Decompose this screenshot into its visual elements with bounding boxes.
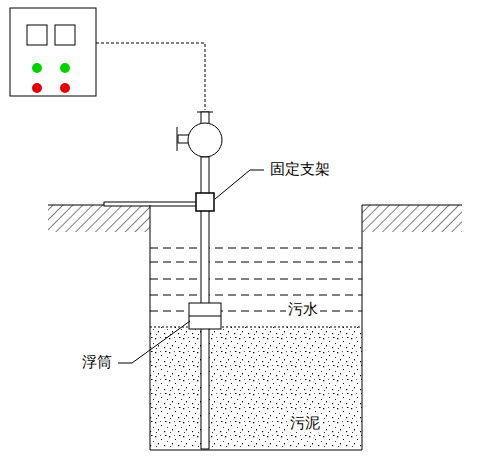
region-label: 污泥 bbox=[288, 414, 322, 432]
float bbox=[189, 303, 221, 329]
control-cabinet bbox=[10, 8, 96, 96]
ground-hatching bbox=[48, 205, 150, 232]
ground-hatching bbox=[362, 205, 462, 232]
fixed-bracket bbox=[196, 193, 214, 211]
water-lines bbox=[150, 248, 362, 311]
part-label: 固定支架 bbox=[268, 160, 332, 178]
mounting-plate bbox=[104, 202, 200, 206]
leader-line bbox=[118, 321, 190, 363]
sensor-head bbox=[177, 112, 222, 157]
leader-line bbox=[215, 170, 264, 199]
signal-cable bbox=[96, 43, 205, 110]
sludge-layer bbox=[150, 327, 362, 449]
region-label: 污水 bbox=[286, 300, 320, 318]
part-label: 浮筒 bbox=[80, 353, 114, 371]
